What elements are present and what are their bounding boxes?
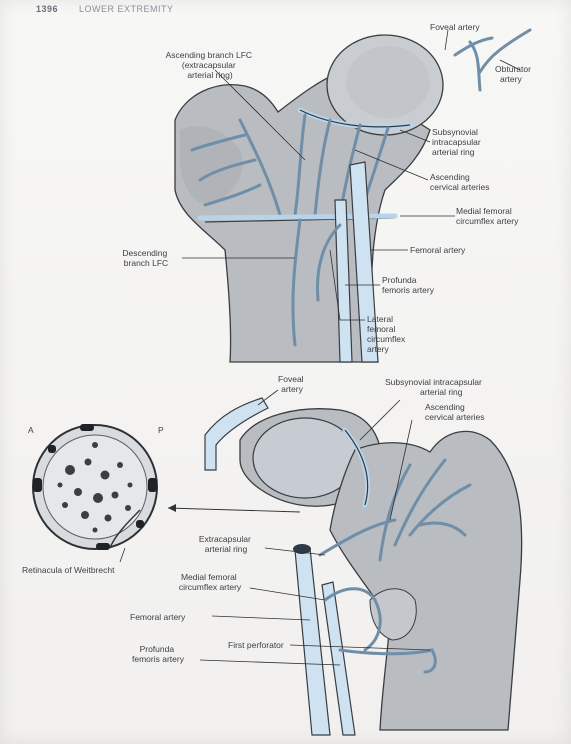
label-femoral-artery-top: Femoral artery	[410, 245, 466, 255]
label-femoral-artery-bottom: Femoral artery	[130, 612, 186, 622]
label-descending-branch-lfc: Descending branch LFC	[122, 248, 169, 268]
head-cartilage	[346, 46, 430, 118]
bottom-femoral-artery	[295, 548, 330, 735]
inset-pointer-arrowhead	[168, 504, 176, 512]
label-extracapsular-ring: Extracapsular arterial ring	[199, 534, 253, 554]
label-medial-femoral-circumflex-bottom: Medial femoral circumflex artery	[179, 572, 242, 592]
label-obturator-artery: Obturator artery	[495, 64, 533, 84]
label-profunda-top: Profunda femoris artery	[382, 275, 435, 295]
label-first-perforator: First perforator	[228, 640, 284, 650]
label-profunda-bottom: Profunda femoris artery	[132, 644, 185, 664]
inset-label-a: A	[28, 425, 34, 435]
label-subsynovial-bottom: Subsynovial intracapsular arterial ring	[385, 377, 484, 397]
label-retinacula: Retinacula of Weitbrecht	[22, 565, 115, 575]
label-ascending-branch-lfc: Ascending branch LFC (extracapsular arte…	[166, 50, 255, 80]
inset-label-p: P	[158, 425, 164, 435]
inset-pointer-arrow	[168, 508, 300, 512]
bottom-figure	[205, 398, 522, 735]
label-ascending-cervical-bottom: Ascending cervical arteries	[425, 402, 485, 422]
bottom-femur-bone	[330, 431, 522, 730]
label-medial-femoral-circumflex-top: Medial femoral circumflex artery	[456, 206, 519, 226]
label-foveal-artery-bottom: Foveal artery	[278, 374, 306, 394]
label-lateral-femoral-circumflex: Lateral femoral circumflex artery	[367, 314, 408, 354]
label-ascending-cervical-top: Ascending cervical arteries	[430, 172, 490, 192]
label-subsynovial-top: Subsynovial intracapsular arterial ring	[432, 127, 483, 157]
label-foveal-artery-top: Foveal artery	[430, 22, 480, 32]
obturator-branch-vessel	[470, 42, 480, 90]
